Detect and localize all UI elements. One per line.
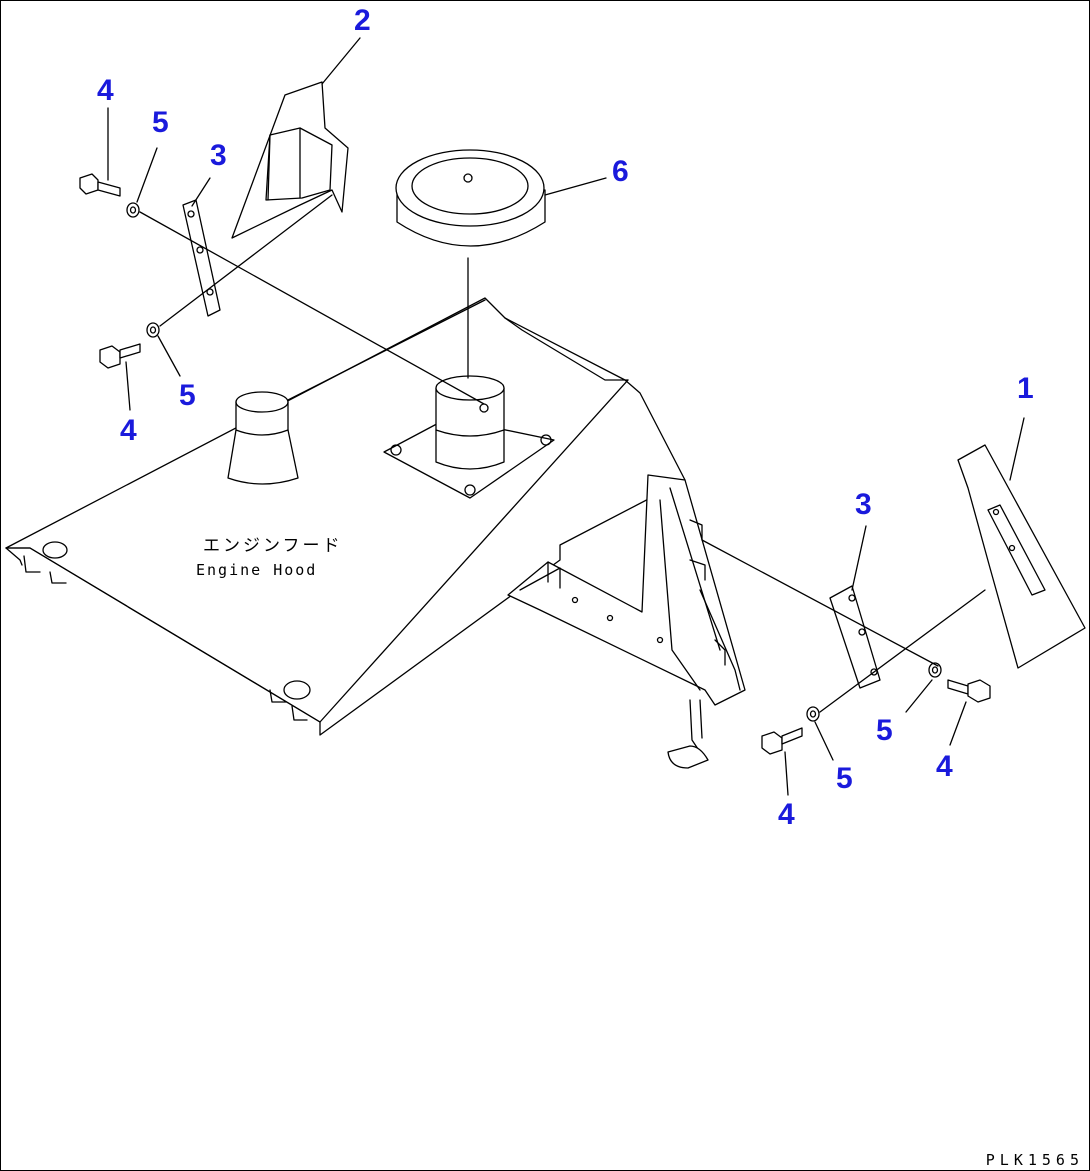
washer-top-left	[126, 202, 140, 218]
callout-4-bottom-center: 4	[778, 798, 795, 831]
callout-2: 2	[354, 4, 371, 37]
washer-bottom-center	[806, 706, 820, 722]
side-cover-left	[231, 81, 349, 239]
washer-bottom-left	[146, 322, 160, 338]
precleaner	[395, 149, 546, 379]
callout-5-bottom-center: 5	[836, 762, 853, 795]
drawing-code: PLK1565	[985, 1151, 1084, 1169]
callout-5-bottom-left: 5	[179, 379, 196, 412]
bracket-left	[182, 199, 221, 317]
callout-3-right: 3	[855, 488, 872, 521]
hood-label-jp: エンジンフード	[203, 536, 343, 556]
callout-1: 1	[1017, 372, 1034, 405]
side-cover-right	[957, 444, 1086, 669]
bolt-top-left	[79, 173, 121, 197]
callout-5-top-left: 5	[152, 106, 169, 139]
engine-hood	[5, 297, 686, 736]
bolt-right	[947, 679, 991, 703]
callout-3-left: 3	[210, 139, 227, 172]
callout-6: 6	[612, 155, 629, 188]
frame-structure	[507, 474, 746, 769]
exhaust-stack	[227, 391, 299, 485]
bracket-right	[829, 585, 881, 689]
callout-4-bottom-left: 4	[120, 414, 137, 447]
bolt-bottom-center	[761, 727, 803, 755]
assembly-lines	[107, 37, 1025, 796]
air-intake-mount	[383, 375, 555, 499]
hood-label-en: Engine Hood	[196, 561, 317, 579]
callout-4-top-left: 4	[97, 74, 114, 107]
callout-4-right: 4	[936, 750, 953, 783]
callout-5-right: 5	[876, 714, 893, 747]
bolt-bottom-left	[99, 343, 141, 369]
